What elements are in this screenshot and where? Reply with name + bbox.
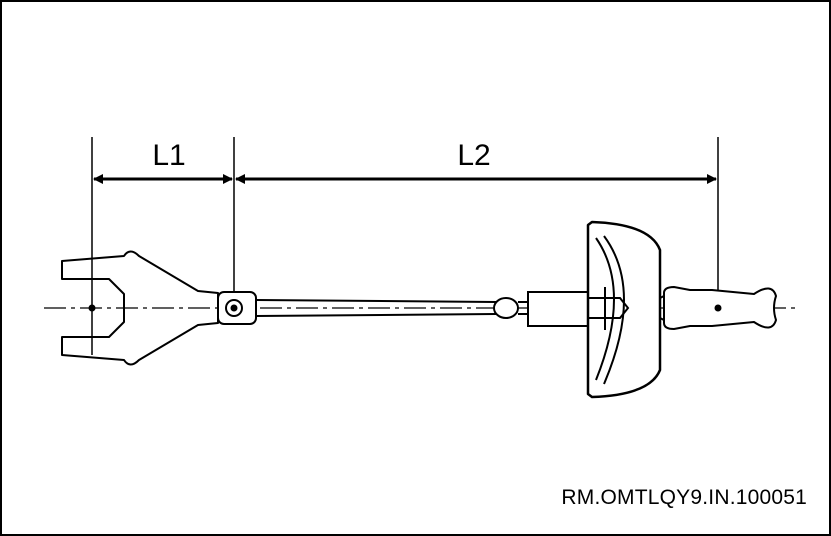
shaft-connector [527, 291, 589, 327]
dimension-label-l1: L1 [152, 139, 185, 172]
reference-code: RM.OMTLQY9.IN.100051 [561, 486, 807, 509]
shaft-collar [493, 297, 519, 319]
wrench-head [61, 250, 219, 366]
center-point-left [88, 304, 96, 312]
center-point-middle [230, 304, 238, 312]
wrench-shaft [255, 299, 497, 317]
dial-inner-face [595, 235, 625, 385]
shaft-sleeve [518, 301, 528, 315]
dimension-label-l2: L2 [457, 139, 490, 172]
center-point-right [714, 304, 722, 312]
dial-pointer [588, 297, 630, 319]
